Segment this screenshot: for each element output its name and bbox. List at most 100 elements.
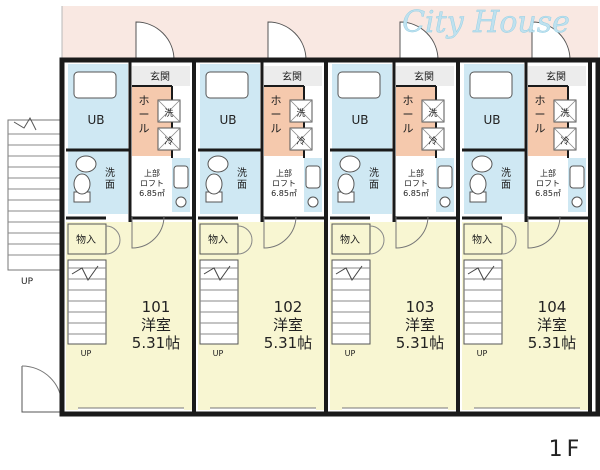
washroom-label-2: 面 [501,180,511,191]
closet-label: 物入 [76,233,96,246]
closet-label: 物入 [472,233,492,246]
entrance-floor [528,66,586,86]
entrance-floor [396,66,454,86]
room-type: 洋室 [405,316,435,334]
front-door [531,21,571,61]
loft-label: 上部 [276,168,292,178]
entrance-label: 玄関 [414,70,434,83]
interior-stair [331,259,371,345]
bath-label: UB [87,113,104,127]
loft-label: 上部 [540,168,556,178]
loft-label-2: ロフト [536,179,560,188]
closet-label: 物入 [340,233,360,246]
room-type: 洋室 [537,316,567,334]
closet [463,223,503,255]
entrance-floor [132,66,190,86]
hall-label: ホール [271,94,282,135]
washroom-label-2: 面 [369,180,379,191]
fridge-label: 冷 [164,135,173,147]
loft-label-2: ロフト [272,179,296,188]
room-type: 洋室 [273,316,303,334]
exterior-wall [59,57,600,417]
entrance-floor [264,66,322,86]
closet [67,223,107,255]
hall-label: ホール [535,94,546,135]
closet-label: 物入 [208,233,228,246]
laundry-label: 洗 [560,107,569,119]
sink-icon [75,155,97,173]
room-door [131,215,165,249]
loft-label: 上部 [408,168,424,178]
hall-label: ホール [139,94,150,135]
room-area: 5.31帖 [528,334,576,352]
stair-up-label: UP [81,349,92,358]
sink-icon [339,155,361,173]
washroom-label: 洗 [501,167,511,179]
outside-stair-label: UP [21,277,34,287]
room-area: 5.31帖 [132,334,180,352]
fridge-label: 冷 [296,135,305,147]
stair-up-label: UP [345,349,356,358]
bath-label: UB [351,113,368,127]
stove-icon [439,196,451,208]
toilet-icon [205,173,223,195]
closet [331,223,371,255]
loft-label-2: ロフト [140,179,164,188]
brand-watermark: City House [402,5,570,40]
loft-area: 6.85㎡ [403,189,429,198]
laundry-label: 洗 [428,107,437,119]
bath-label: UB [483,113,500,127]
washroom-label-2: 面 [237,180,247,191]
room-area: 5.31帖 [396,334,444,352]
front-door [135,21,175,61]
loft-stair-area [132,156,172,212]
interior-stair [463,259,503,345]
loft-stair-area [396,156,436,212]
loft-area: 6.85㎡ [271,189,297,198]
entrance-label: 玄関 [282,70,302,83]
sink-counter-icon [173,165,189,189]
bathtub-icon [205,71,249,99]
loft-stair-area [264,156,304,212]
toilet-icon [337,173,355,195]
interior-stair [67,259,107,345]
toilet-icon [73,173,91,195]
front-door [267,21,307,61]
sink-counter-icon [569,165,585,189]
fridge-label: 冷 [428,135,437,147]
unit-number: 104 [538,298,567,316]
sink-icon [207,155,229,173]
laundry-label: 洗 [296,107,305,119]
front-door [399,21,439,61]
loft-area: 6.85㎡ [535,189,561,198]
bathtub-icon [469,71,513,99]
hall-label: ホール [403,94,414,135]
outside-stair: UP [7,116,63,287]
washroom-label: 洗 [237,167,247,179]
loft-label: 上部 [144,168,160,178]
unit-number: 102 [274,298,303,316]
room-door [527,215,561,249]
washroom-label: 洗 [105,167,115,179]
entrance-label: 玄関 [150,70,170,83]
unit-number: 101 [142,298,171,316]
loft-label-2: ロフト [404,179,428,188]
closet [199,223,239,255]
stove-icon [175,196,187,208]
loft-area: 6.85㎡ [139,189,165,198]
entrance-label: 玄関 [546,70,566,83]
sink-icon [471,155,493,173]
room-door [395,215,429,249]
sink-counter-icon [437,165,453,189]
sink-counter-icon [305,165,321,189]
stair-up-label: UP [213,349,224,358]
stove-icon [307,196,319,208]
entry-porch [21,365,63,413]
loft-stair-area [528,156,568,212]
washroom-label-2: 面 [105,180,115,191]
